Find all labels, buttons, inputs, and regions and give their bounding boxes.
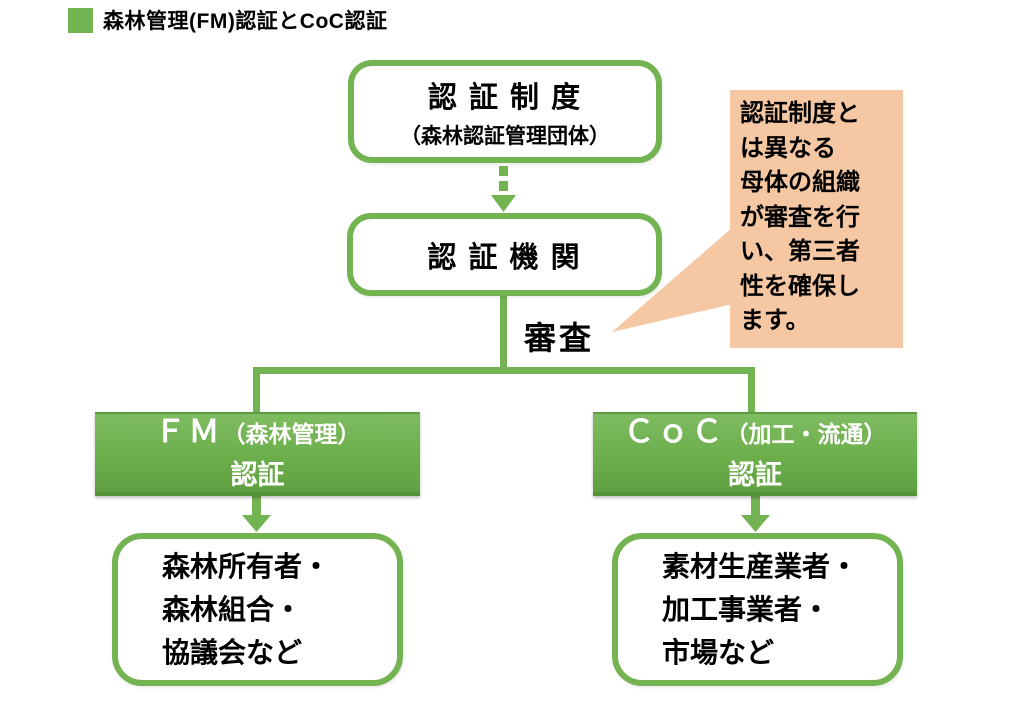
- callout-line: が審査を行: [740, 203, 860, 231]
- callout-line: 母体の組織: [740, 169, 860, 196]
- coc-cert-label: 認証: [728, 460, 782, 490]
- fm-down-arrow: [242, 496, 271, 532]
- dashed-down-arrow: [491, 166, 516, 212]
- coc-target-line: 市場など: [662, 637, 775, 668]
- fm-qualifier: （森林管理）: [222, 421, 361, 447]
- branch-horizontal-line: [253, 367, 755, 374]
- title-row: 森林管理(FM)認証とCoC認証: [68, 5, 387, 35]
- node-fm-targets: 森林所有者・ 森林組合・ 協議会など: [112, 533, 403, 686]
- body-branch-line: [500, 294, 507, 371]
- node-coc-certification: ＣｏＣ（加工・流通） 認証: [593, 412, 917, 496]
- fm-target-line: 森林組合・: [162, 594, 303, 625]
- title-bullet-square: [68, 7, 93, 33]
- coc-title-line: ＣｏＣ（加工・流通）: [624, 413, 887, 457]
- page-title: 森林管理(FM)認証とCoC認証: [103, 10, 388, 33]
- fm-acronym: ＦＭ: [154, 414, 223, 449]
- fm-target-line: 森林所有者・: [162, 551, 331, 582]
- audit-label: 審査: [524, 320, 595, 356]
- fm-target-line: 協議会など: [162, 637, 303, 668]
- callout-note: 認証制度と は異なる 母体の組織 が審査を行 い、第三者 性を確保し ます。: [730, 90, 903, 348]
- body-label: 認 証 機 関: [427, 241, 582, 274]
- coc-acronym: ＣｏＣ: [623, 414, 726, 449]
- fm-cert-label: 認証: [230, 460, 285, 490]
- coc-target-line: 加工事業者・: [662, 594, 831, 625]
- node-fm-certification: ＦＭ（森林管理） 認証: [95, 412, 420, 496]
- callout-line: 性を確保し: [740, 272, 860, 300]
- fm-title-line: ＦＭ（森林管理）: [155, 413, 361, 457]
- node-certification-scheme: 認 証 制 度 （森林認証管理団体）: [348, 60, 662, 163]
- coc-qualifier: （加工・流通）: [725, 421, 887, 447]
- callout-line: ます。: [740, 307, 810, 334]
- coc-target-line: 素材生産業者・: [662, 551, 859, 582]
- callout-line: 認証制度と: [740, 100, 860, 127]
- callout-line: は異なる: [740, 134, 836, 162]
- node-coc-targets: 素材生産業者・ 加工事業者・ 市場など: [612, 533, 903, 686]
- scheme-label: 認 証 制 度: [427, 81, 583, 114]
- coc-down-arrow: [741, 496, 770, 532]
- node-certification-body: 認 証 機 関: [347, 213, 662, 296]
- callout-line: い、第三者: [740, 238, 860, 265]
- branch-right-drop: [748, 367, 755, 413]
- branch-left-drop: [253, 367, 260, 413]
- scheme-sublabel: （森林認証管理団体）: [400, 124, 610, 148]
